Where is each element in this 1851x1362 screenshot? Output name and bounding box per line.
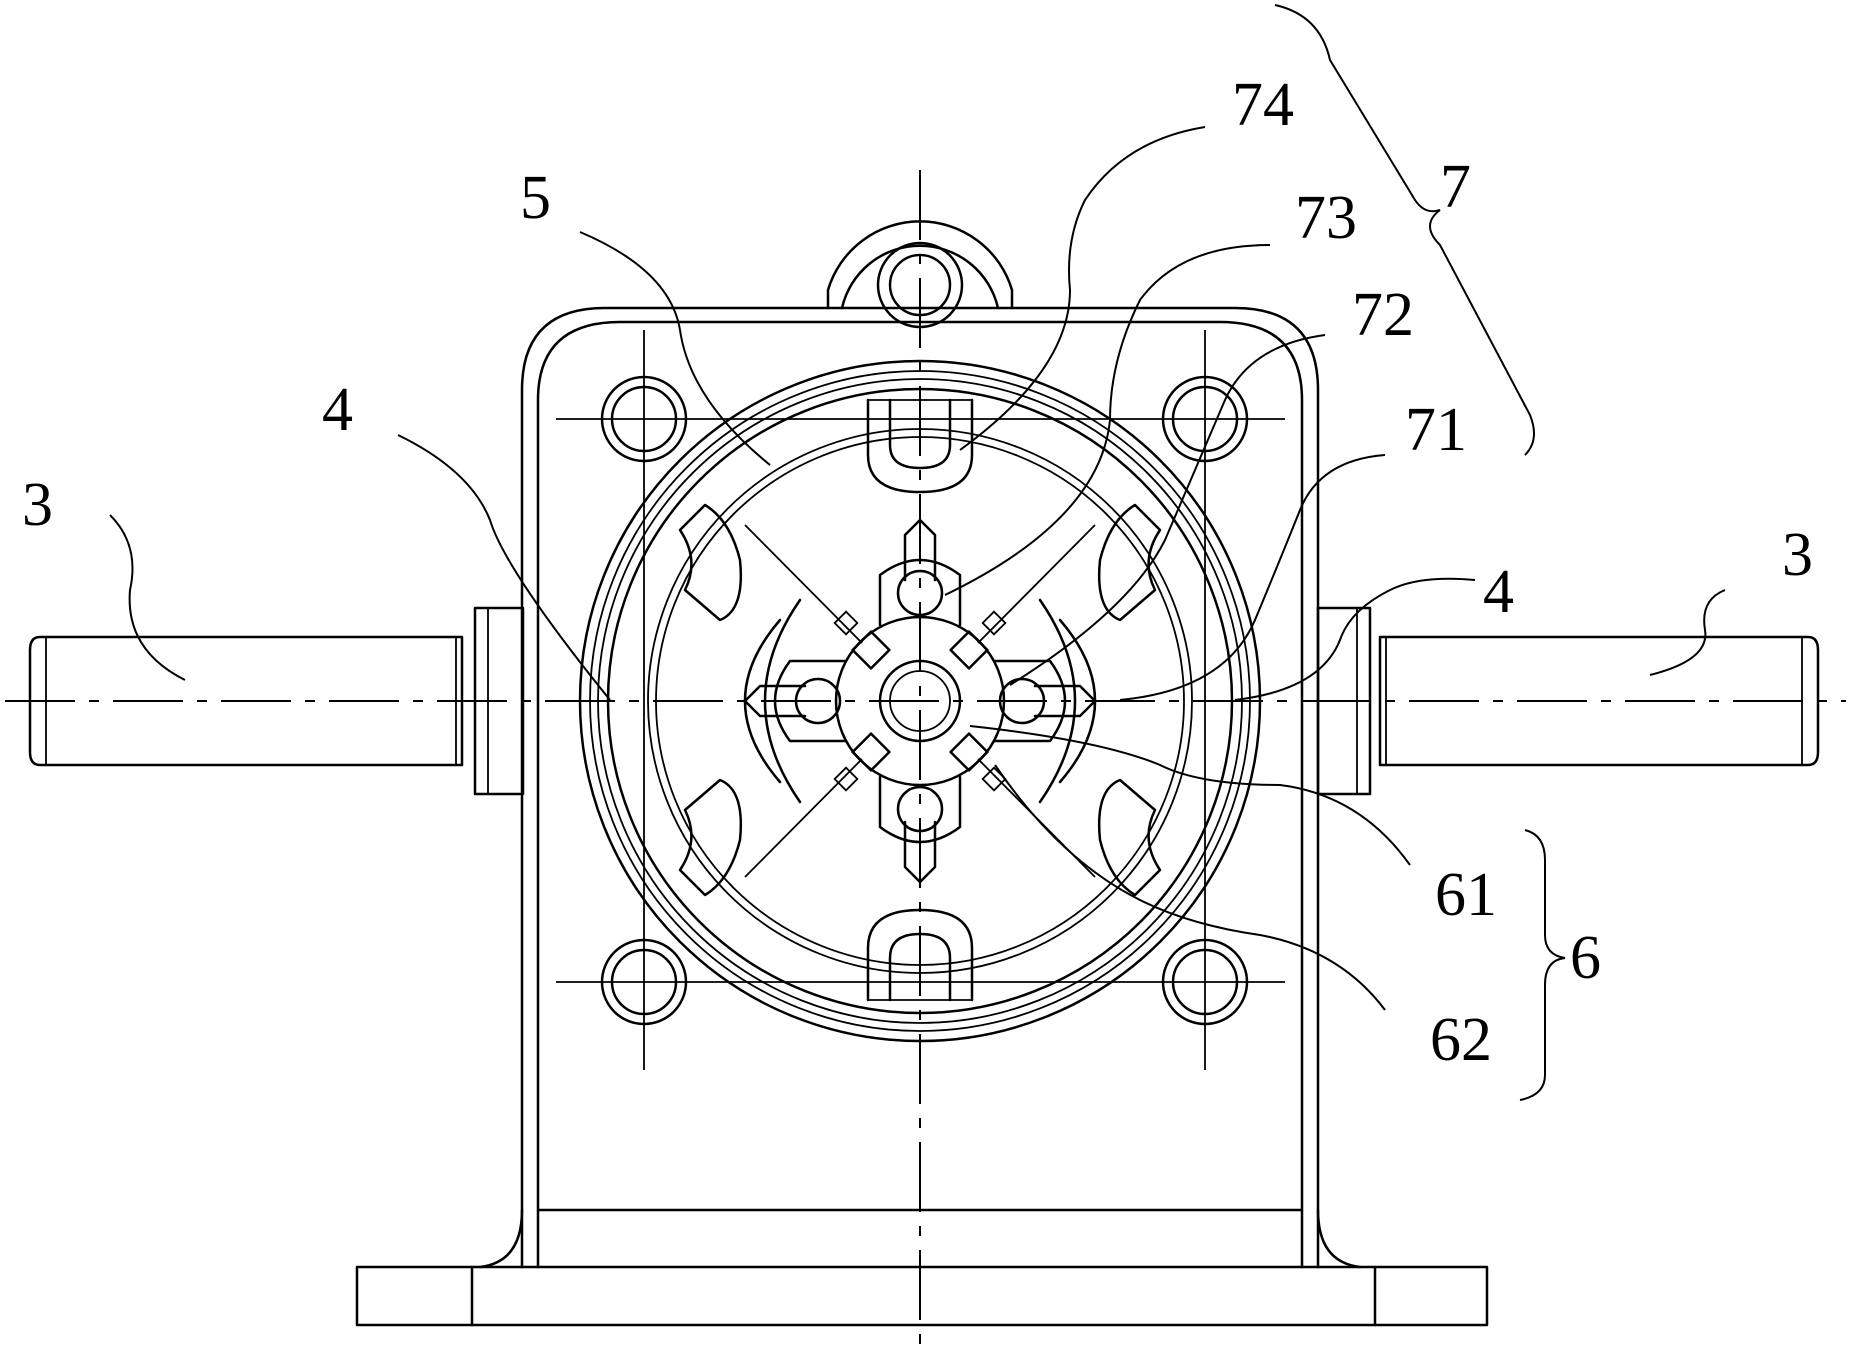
leader-4-right [1234, 577, 1476, 701]
leader-61 [969, 725, 1411, 866]
group-braces [1274, 4, 1566, 1101]
label-4-right: 4 [1483, 558, 1514, 626]
label-71: 71 [1405, 396, 1467, 464]
label-4-left: 4 [322, 376, 353, 444]
leader-3-right [1649, 589, 1726, 676]
brace-7 [1274, 4, 1535, 456]
brace-6 [1519, 829, 1566, 1101]
label-74: 74 [1232, 71, 1294, 139]
leader-62 [994, 764, 1386, 1011]
label-72: 72 [1352, 281, 1414, 349]
label-5: 5 [520, 164, 551, 232]
leader-73 [944, 244, 1271, 596]
label-6: 6 [1570, 924, 1601, 992]
label-3-left: 3 [22, 471, 53, 539]
label-73: 73 [1295, 184, 1357, 252]
reference-labels: 3 3 4 4 5 74 73 7 72 71 61 6 62 [22, 71, 1813, 1074]
leader-72 [1009, 334, 1326, 686]
leader-4-left [397, 434, 611, 701]
label-3-right: 3 [1782, 521, 1813, 589]
leader-3-left [109, 514, 186, 681]
label-62: 62 [1430, 1006, 1492, 1074]
label-7: 7 [1440, 153, 1471, 221]
base-plate [355, 1265, 1489, 1327]
leader-71 [1119, 454, 1386, 701]
leader-5 [579, 231, 771, 466]
label-61: 61 [1435, 861, 1497, 929]
leader-lines [109, 126, 1726, 1011]
center-lines [5, 170, 1846, 1350]
leader-74 [959, 126, 1206, 451]
